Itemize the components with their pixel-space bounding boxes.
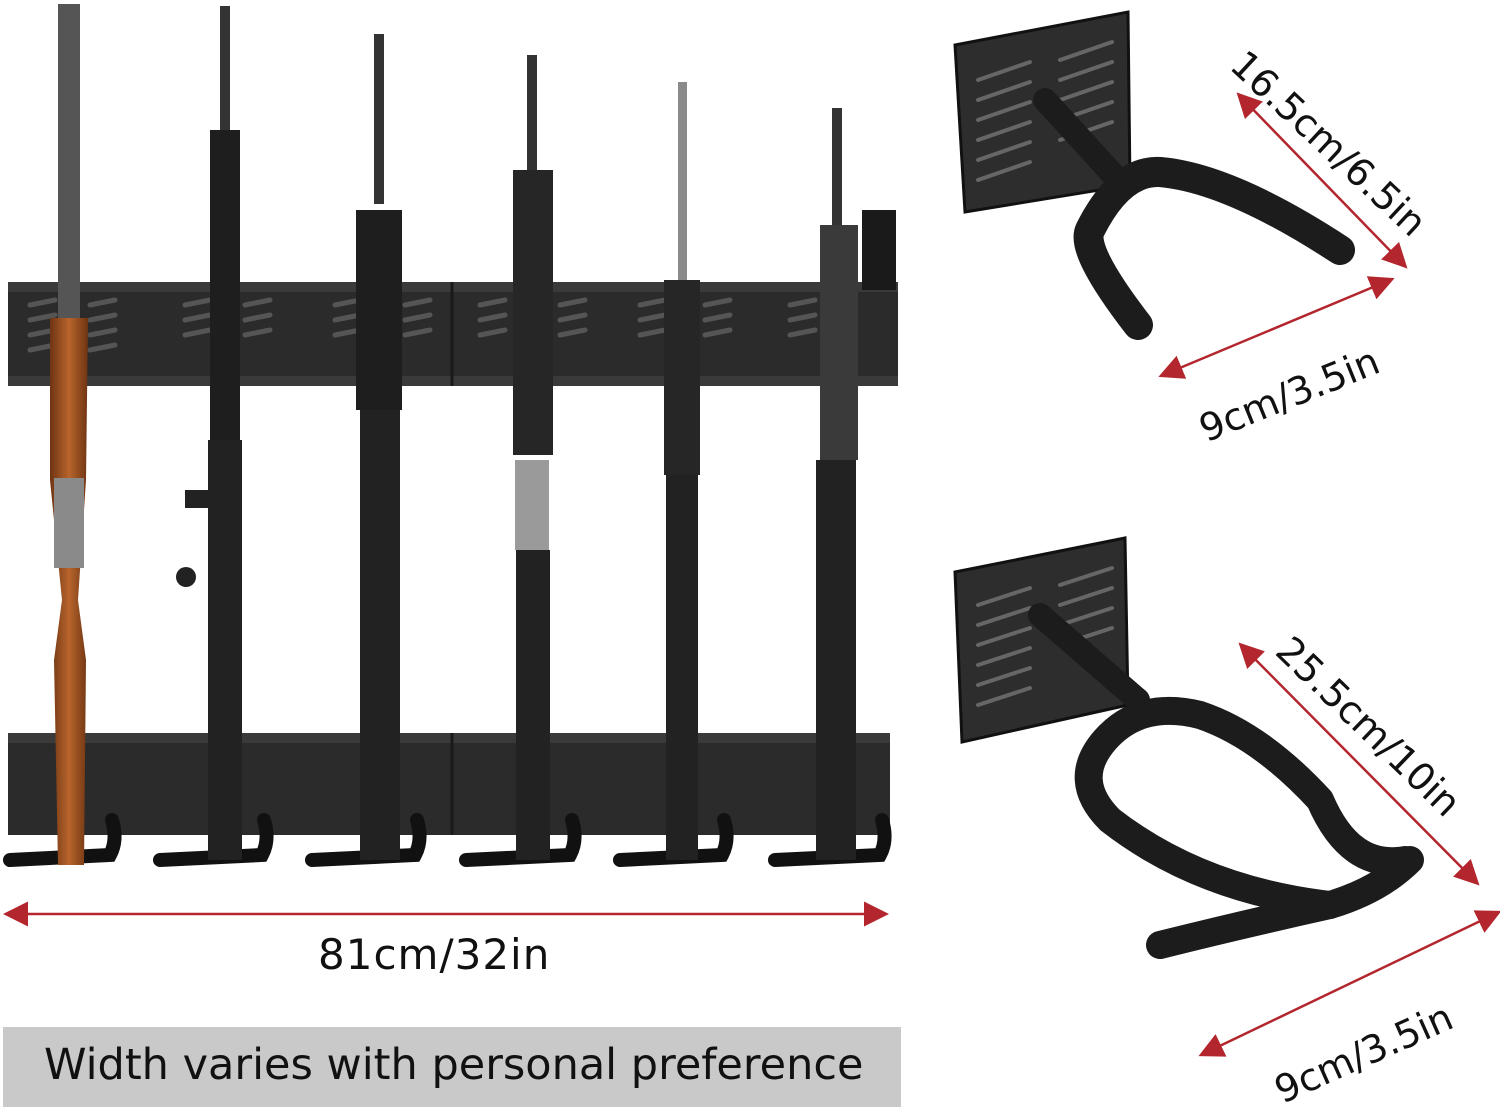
caption-text: Width varies with personal preference xyxy=(44,1040,864,1090)
total-width-label: 81cm/32in xyxy=(318,930,551,979)
rifle-3 xyxy=(513,55,553,860)
rifle-5 xyxy=(816,108,896,860)
bottom-rail xyxy=(3,733,892,867)
short-hook xyxy=(953,10,1355,340)
rifle-1 xyxy=(176,6,242,860)
top-rail xyxy=(8,282,898,386)
long-hook xyxy=(953,536,1424,959)
rifle-2 xyxy=(356,34,402,860)
rifle-4 xyxy=(664,82,700,860)
shotgun xyxy=(50,4,88,865)
caption-banner xyxy=(3,1027,901,1107)
dimension-arrows xyxy=(3,92,1500,1057)
